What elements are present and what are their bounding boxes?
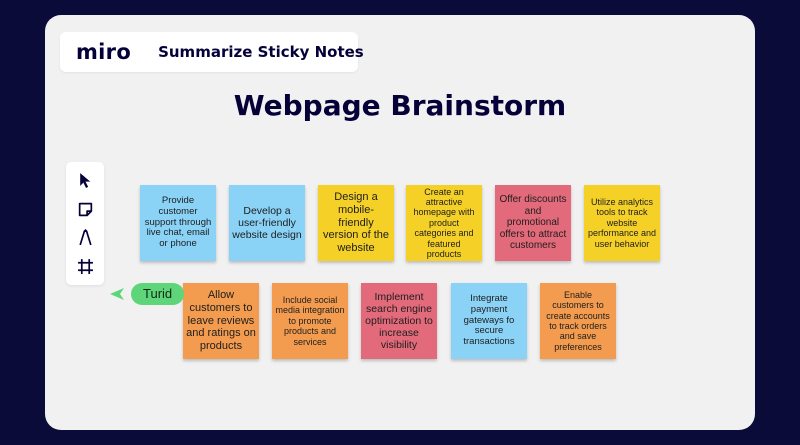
- collaborator-name: Turid: [131, 283, 185, 305]
- sticky-note[interactable]: Allow customers to leave reviews and rat…: [183, 283, 259, 359]
- board-header: miro Summarize Sticky Notes: [60, 32, 364, 72]
- pen-tool-button[interactable]: [75, 228, 95, 248]
- sticky-note-text: Develop a user-friendly website design: [232, 204, 302, 242]
- sticky-note[interactable]: Utilize analytics tools to track website…: [584, 185, 660, 261]
- pen-icon: [78, 229, 92, 246]
- cursor-arrow-icon: [110, 288, 124, 300]
- sticky-note-text: Design a mobile-friendly version of the …: [322, 191, 390, 254]
- sticky-note[interactable]: Create an attractive homepage with produ…: [406, 185, 482, 261]
- collaborator-cursor: Turid: [109, 283, 185, 305]
- miro-logo[interactable]: miro: [76, 40, 132, 64]
- sticky-note[interactable]: Develop a user-friendly website design: [229, 185, 305, 261]
- sticky-note-icon: [78, 202, 92, 216]
- sticky-note-text: Provide customer support through live ch…: [144, 194, 212, 250]
- sticky-note-text: Create an attractive homepage with produ…: [413, 186, 475, 259]
- left-toolbar: [66, 162, 104, 285]
- frame-icon: [77, 259, 93, 275]
- select-tool-button[interactable]: [75, 170, 95, 190]
- sticky-note-text: Utilize analytics tools to track website…: [587, 197, 657, 249]
- select-icon: [79, 172, 90, 188]
- sticky-note-text: Offer discounts and promotional offers t…: [499, 194, 567, 252]
- frame-tool-button[interactable]: [75, 257, 95, 277]
- sticky-note[interactable]: Provide customer support through live ch…: [140, 185, 216, 261]
- sticky-note[interactable]: Include social media integration to prom…: [272, 283, 348, 359]
- board-name[interactable]: Summarize Sticky Notes: [158, 43, 364, 61]
- sticky-note-tool-button[interactable]: [75, 199, 95, 219]
- sticky-note-text: Implement search engine optimization to …: [365, 290, 433, 352]
- sticky-note[interactable]: Offer discounts and promotional offers t…: [495, 185, 571, 261]
- sticky-note-text: Integrate payment gateways fo secure tra…: [463, 292, 515, 348]
- sticky-note[interactable]: Implement search engine optimization to …: [361, 283, 437, 359]
- sticky-note[interactable]: Integrate payment gateways fo secure tra…: [451, 283, 527, 359]
- sticky-note-text: Enable customers to create accounts to t…: [546, 289, 610, 352]
- sticky-note[interactable]: Design a mobile-friendly version of the …: [318, 185, 394, 261]
- miro-board-canvas[interactable]: miro Summarize Sticky Notes Webpage Brai…: [45, 15, 755, 430]
- sticky-note-text: Include social media integration to prom…: [275, 295, 345, 347]
- sticky-note-text: Allow customers to leave reviews and rat…: [186, 289, 256, 352]
- sticky-note[interactable]: Enable customers to create accounts to t…: [540, 283, 616, 359]
- board-title: Webpage Brainstorm: [233, 89, 567, 122]
